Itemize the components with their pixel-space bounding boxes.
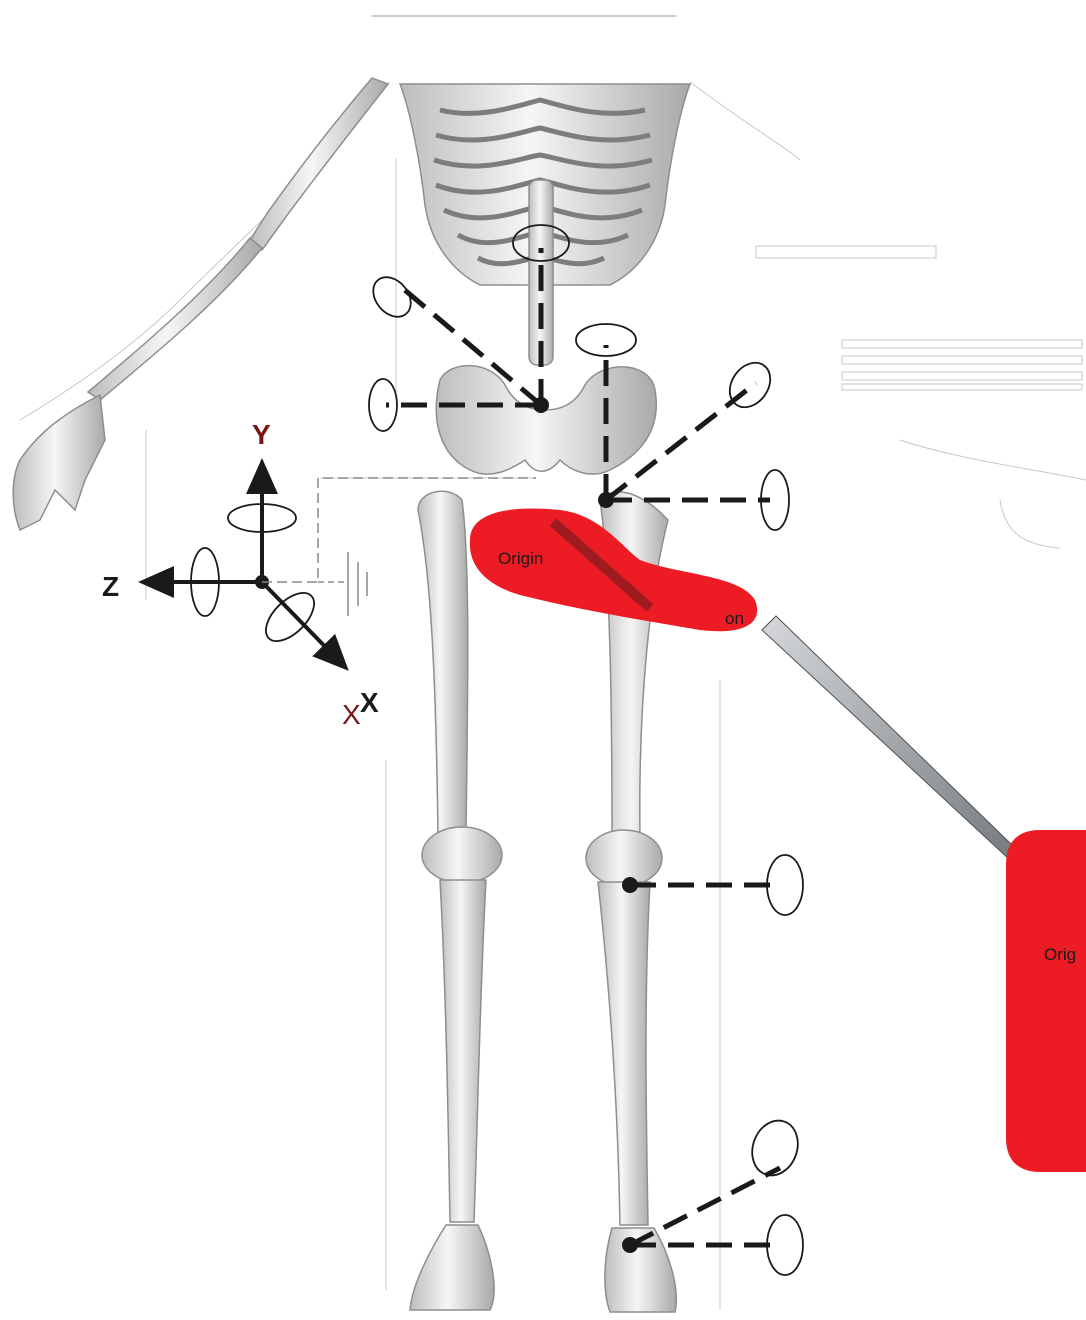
forearm bbox=[88, 238, 262, 400]
muscle-origin-label: Origin bbox=[498, 549, 543, 568]
hip-joint bbox=[598, 492, 614, 508]
axis-x-shadow-label: X bbox=[360, 687, 379, 718]
upper-arm bbox=[250, 78, 388, 250]
rotation-arrow-icon bbox=[366, 225, 806, 1275]
pelvis bbox=[436, 366, 656, 475]
muscle-insertion-label: on bbox=[725, 609, 744, 628]
left-knee bbox=[422, 827, 502, 883]
frame-rotation-arrows bbox=[191, 504, 323, 650]
left-tibia bbox=[440, 880, 486, 1222]
ankle-joint bbox=[622, 1237, 638, 1253]
right-tibia bbox=[598, 882, 650, 1225]
left-foot bbox=[410, 1225, 494, 1310]
axis-z-label: Z bbox=[102, 571, 119, 602]
skeleton bbox=[13, 78, 690, 1312]
left-femur bbox=[418, 491, 468, 835]
detail-panel: Orig bbox=[1006, 830, 1086, 1172]
axis-y-label: Y bbox=[252, 419, 271, 450]
lumbar-joint bbox=[533, 397, 549, 413]
right-knee bbox=[586, 830, 662, 886]
axis-x-label: X bbox=[342, 699, 361, 730]
knee-joint bbox=[622, 877, 638, 893]
detail-origin-label: Orig bbox=[1044, 945, 1076, 964]
